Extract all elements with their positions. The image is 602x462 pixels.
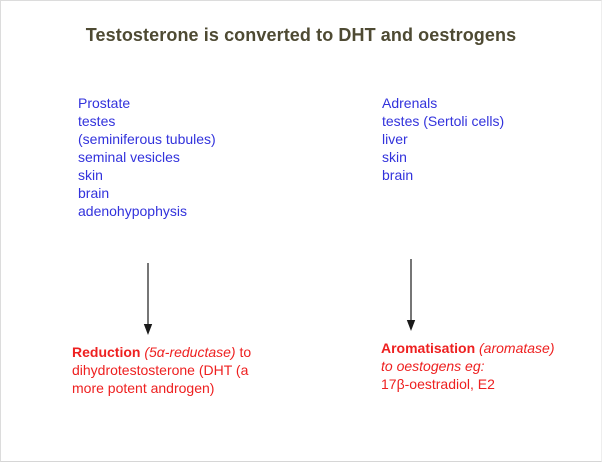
- result-line: dihydrotestosterone (DHT (a: [72, 362, 249, 378]
- oestrogen-conversion-sites-list: Adrenals testes (Sertoli cells) liver sk…: [382, 94, 504, 184]
- list-item: testes: [78, 113, 116, 129]
- list-item: brain: [382, 167, 414, 183]
- result-term: Aromatisation: [381, 340, 476, 356]
- result-enzyme: (5α-reductase): [140, 344, 236, 360]
- down-arrow-icon: [406, 259, 416, 331]
- list-item: (seminiferous tubules): [78, 131, 216, 147]
- list-item: skin: [78, 167, 103, 183]
- list-item: Prostate: [78, 95, 131, 111]
- result-line: to oestogens eg:: [381, 358, 485, 374]
- list-item: adenohypophysis: [78, 203, 187, 219]
- result-term: Reduction: [72, 344, 141, 360]
- slide-title: Testosterone is converted to DHT and oes…: [85, 25, 517, 45]
- dht-conversion-sites-list: Prostate testes (seminiferous tubules) s…: [78, 94, 216, 220]
- down-arrow-icon: [143, 263, 153, 335]
- list-item: liver: [382, 131, 408, 147]
- list-item: brain: [78, 185, 110, 201]
- list-item: testes (Sertoli cells): [382, 113, 505, 129]
- result-line: Aromatisation (aromatase): [381, 339, 554, 357]
- list-item: seminal vesicles: [78, 149, 180, 165]
- result-enzyme: (aromatase): [475, 340, 555, 356]
- result-connector: to: [235, 344, 252, 360]
- aromatisation-result-text: Aromatisation (aromatase) to oestogens e…: [381, 339, 554, 393]
- result-line: more potent androgen): [72, 380, 215, 396]
- list-item: Adrenals: [382, 95, 438, 111]
- reduction-result-text: Reduction (5α-reductase) to dihydrotesto…: [72, 343, 251, 397]
- result-line: 17β-oestradiol, E2: [381, 376, 495, 392]
- result-line: Reduction (5α-reductase) to: [72, 343, 251, 361]
- list-item: skin: [382, 149, 407, 165]
